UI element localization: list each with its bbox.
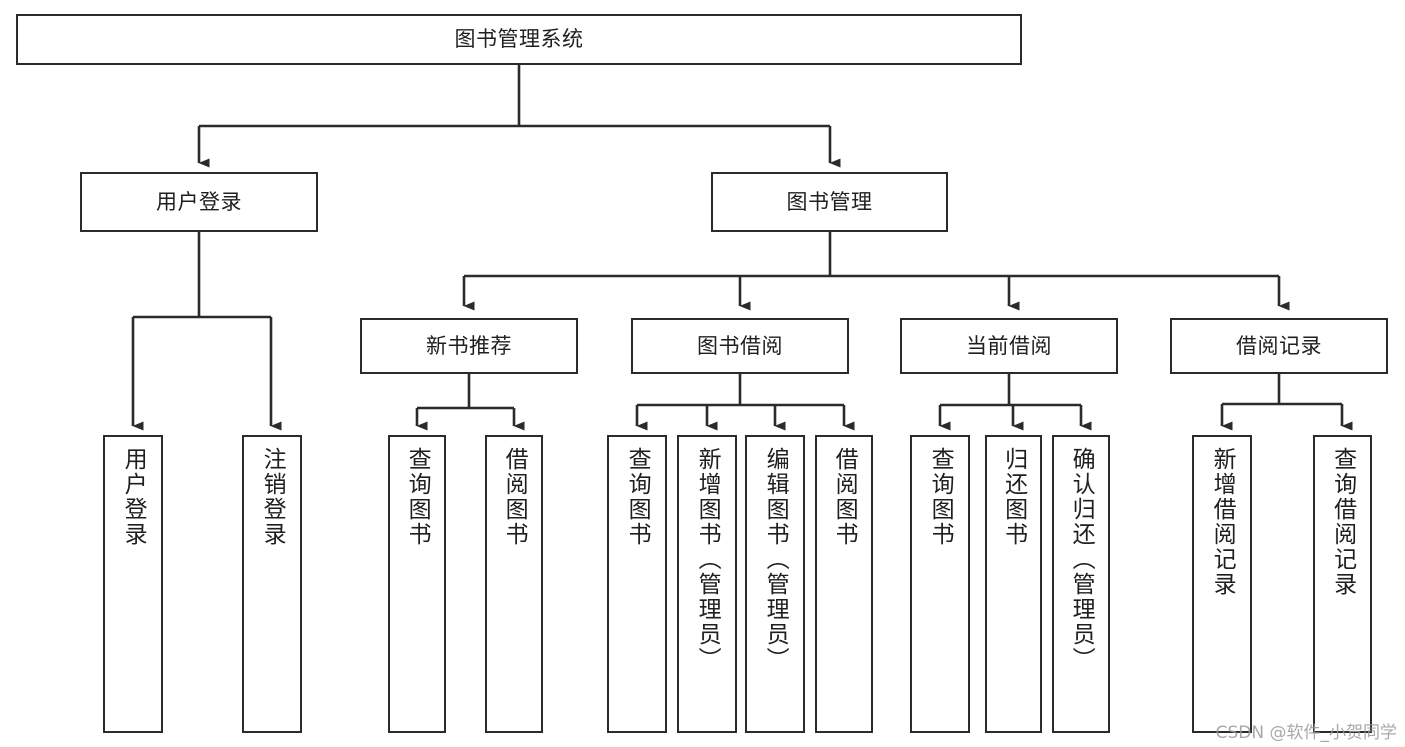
watermark-text: CSDN @软件_小贺同学 [1215, 723, 1397, 743]
node-new-book-recommend[interactable]: 新书推荐 [360, 318, 578, 374]
node-book-borrow-label: 图书借阅 [697, 333, 783, 358]
leaf-new-book-borrow[interactable]: 借阅图书 [485, 435, 543, 733]
leaf-user-login-logout-label: 注销登录 [259, 447, 286, 547]
leaf-borrow-edit-book-label: 编辑图书（管理员） [762, 447, 789, 672]
leaf-new-book-borrow-label: 借阅图书 [501, 447, 528, 547]
leaf-user-login-login[interactable]: 用户登录 [103, 435, 163, 733]
node-user-login-label: 用户登录 [156, 189, 242, 214]
leaf-borrow-query-book-label: 查询图书 [624, 447, 651, 547]
node-current-borrow-label: 当前借阅 [966, 333, 1052, 358]
leaf-record-query-label: 查询借阅记录 [1329, 447, 1356, 597]
node-new-book-recommend-label: 新书推荐 [426, 333, 512, 358]
leaf-record-add-label: 新增借阅记录 [1209, 447, 1236, 597]
node-root[interactable]: 图书管理系统 [16, 14, 1022, 65]
leaf-current-query-book-label: 查询图书 [927, 447, 954, 547]
leaf-current-query-book[interactable]: 查询图书 [910, 435, 970, 733]
node-user-login[interactable]: 用户登录 [80, 172, 318, 232]
leaf-user-login-logout[interactable]: 注销登录 [242, 435, 302, 733]
leaf-current-return-book[interactable]: 归还图书 [985, 435, 1042, 733]
node-current-borrow[interactable]: 当前借阅 [900, 318, 1118, 374]
leaf-user-login-login-label: 用户登录 [120, 447, 147, 547]
node-borrow-record[interactable]: 借阅记录 [1170, 318, 1388, 374]
leaf-borrow-query-book[interactable]: 查询图书 [607, 435, 667, 733]
leaf-borrow-borrow-book-label: 借阅图书 [831, 447, 858, 547]
leaf-borrow-edit-book[interactable]: 编辑图书（管理员） [745, 435, 805, 733]
leaf-record-add[interactable]: 新增借阅记录 [1192, 435, 1252, 733]
node-book-management-label: 图书管理 [786, 189, 873, 214]
leaf-borrow-add-book[interactable]: 新增图书（管理员） [677, 435, 737, 733]
leaf-new-book-query[interactable]: 查询图书 [388, 435, 446, 733]
node-borrow-record-label: 借阅记录 [1236, 333, 1322, 358]
leaf-current-confirm-return[interactable]: 确认归还（管理员） [1052, 435, 1110, 733]
leaf-borrow-add-book-label: 新增图书（管理员） [694, 447, 721, 672]
leaf-current-return-book-label: 归还图书 [1000, 447, 1027, 547]
node-book-borrow[interactable]: 图书借阅 [631, 318, 849, 374]
leaf-record-query[interactable]: 查询借阅记录 [1313, 435, 1372, 733]
leaf-current-confirm-return-label: 确认归还（管理员） [1068, 447, 1095, 672]
node-book-management[interactable]: 图书管理 [711, 172, 948, 232]
leaf-new-book-query-label: 查询图书 [404, 447, 431, 547]
leaf-borrow-borrow-book[interactable]: 借阅图书 [815, 435, 873, 733]
node-root-label: 图书管理系统 [454, 27, 584, 52]
